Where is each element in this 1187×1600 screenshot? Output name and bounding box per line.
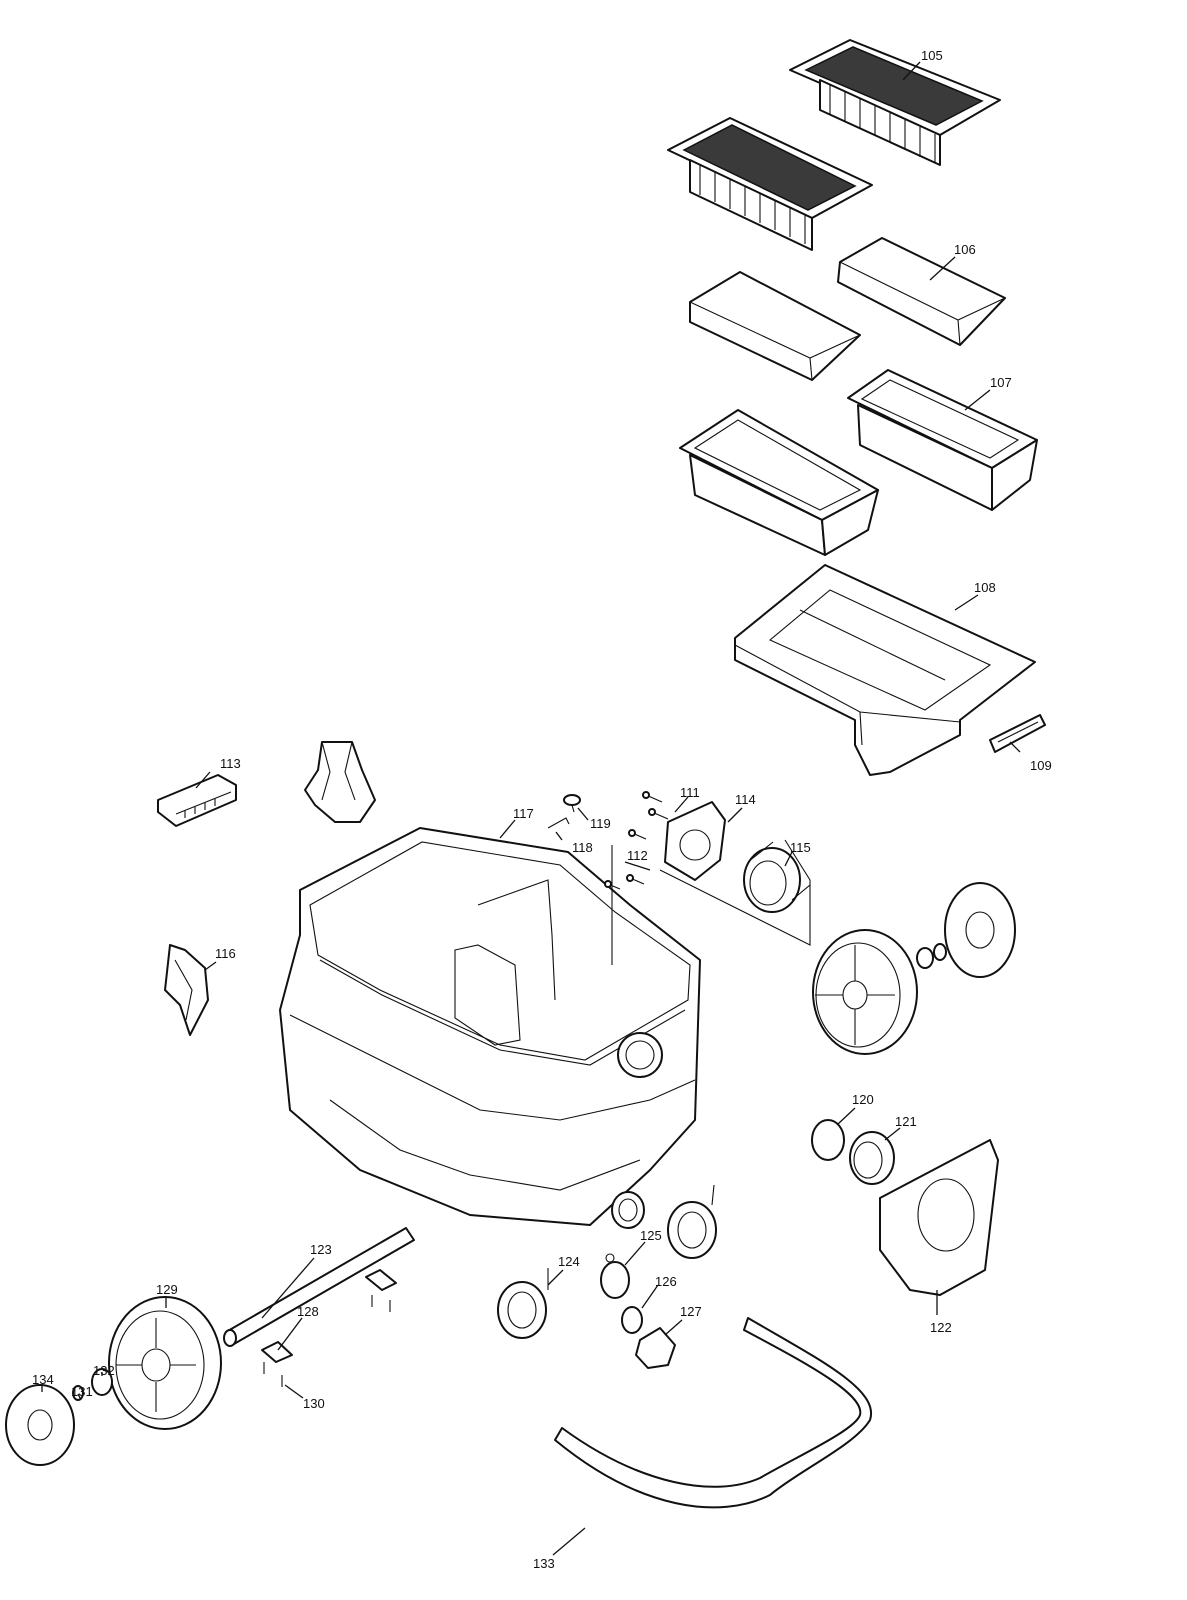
label-112: 112	[627, 848, 648, 863]
screws-112	[604, 829, 811, 965]
label-121: 121	[895, 1114, 917, 1129]
label-108: 108	[974, 580, 996, 595]
o-ring-120	[811, 1119, 845, 1161]
label-109: 109	[1030, 758, 1052, 773]
label-134: 134	[32, 1372, 54, 1387]
clip-116	[164, 944, 209, 1036]
label-128: 128	[297, 1304, 319, 1319]
rings-right	[916, 943, 947, 969]
filter-tray-107-right	[847, 369, 1038, 511]
clip-131	[72, 1385, 84, 1401]
clamp-125	[600, 1253, 630, 1299]
label-131: 131	[71, 1384, 93, 1399]
caster-124	[497, 1268, 549, 1339]
label-124: 124	[558, 1254, 580, 1269]
pin-118	[547, 817, 570, 829]
caster-upper	[667, 1184, 717, 1259]
part-labels: 105 106 107 108 109 111 112 113 114 115 …	[32, 48, 1052, 1571]
outlet-port	[611, 1191, 645, 1229]
label-116: 116	[215, 946, 236, 961]
filter-pad-106-right	[837, 237, 1006, 346]
filter-pad-106-left	[689, 271, 861, 381]
label-133: 133	[533, 1556, 555, 1571]
filter-105-front	[667, 117, 873, 251]
label-122: 122	[930, 1320, 952, 1335]
clip-113	[157, 774, 237, 827]
wheel-right	[812, 929, 918, 1055]
bracket-upper	[304, 741, 376, 823]
knob-119	[563, 794, 581, 813]
screws-111	[642, 791, 669, 820]
filter-frame-108	[734, 564, 1036, 776]
label-107: 107	[990, 375, 1012, 390]
latch-109	[989, 714, 1046, 753]
label-113: 113	[220, 756, 241, 771]
label-119: 119	[590, 816, 611, 831]
side-cover-122	[879, 1139, 999, 1296]
washer-132	[91, 1368, 113, 1396]
coupling-121	[849, 1131, 895, 1185]
cap-127	[635, 1327, 676, 1369]
tank-117	[279, 827, 701, 1226]
hubcap-right	[944, 882, 1016, 978]
label-125: 125	[640, 1228, 662, 1243]
label-120: 120	[852, 1092, 874, 1107]
wheel-129	[108, 1296, 222, 1430]
label-127: 127	[680, 1304, 702, 1319]
axle-123	[223, 1227, 415, 1347]
plate-128-lower	[261, 1341, 293, 1363]
label-106: 106	[954, 242, 976, 257]
bumper-133	[554, 1317, 873, 1509]
label-130: 130	[303, 1396, 325, 1411]
plate-128-upper	[365, 1269, 397, 1291]
washer-126	[621, 1306, 643, 1334]
label-129: 129	[156, 1282, 178, 1297]
label-117: 117	[513, 806, 534, 821]
label-126: 126	[655, 1274, 677, 1289]
label-132: 132	[93, 1363, 115, 1378]
label-114: 114	[735, 792, 756, 807]
label-118: 118	[572, 840, 593, 855]
filter-105-rear	[789, 39, 1001, 166]
label-105: 105	[921, 48, 943, 63]
label-111: 111	[680, 785, 700, 800]
leader-lines	[41, 61, 1021, 1556]
screws-130	[263, 1295, 391, 1387]
hubcap-134	[5, 1384, 75, 1466]
plate-114	[664, 801, 726, 881]
label-115: 115	[790, 840, 811, 855]
label-123: 123	[310, 1242, 332, 1257]
filter-tray-107-left	[679, 409, 879, 556]
